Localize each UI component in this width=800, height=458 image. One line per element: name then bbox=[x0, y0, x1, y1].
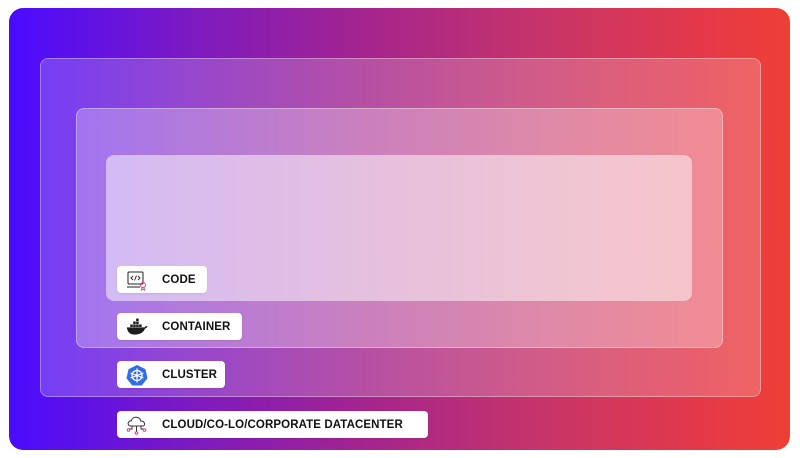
code-label: CODE bbox=[162, 273, 196, 286]
cloud-tag: CLOUD/CO-LO/CORPORATE DATACENTER bbox=[117, 411, 428, 438]
code-icon bbox=[126, 269, 148, 291]
container-label: CONTAINER bbox=[162, 320, 231, 333]
container-tag: CONTAINER bbox=[117, 313, 242, 340]
code-tag: CODE bbox=[117, 266, 207, 293]
docker-icon bbox=[126, 316, 148, 338]
cluster-tag: CLUSTER bbox=[117, 361, 225, 388]
kubernetes-icon bbox=[126, 364, 148, 386]
cloud-label: CLOUD/CO-LO/CORPORATE DATACENTER bbox=[162, 418, 403, 431]
cloud-network-icon bbox=[126, 414, 148, 436]
cluster-label: CLUSTER bbox=[162, 368, 218, 381]
